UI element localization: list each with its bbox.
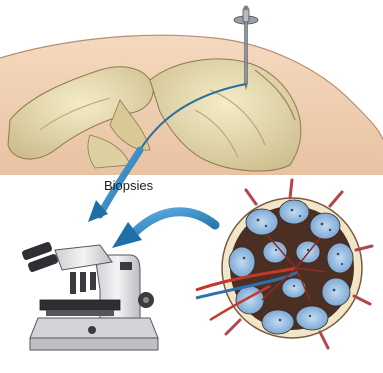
biopsy-flow-arrow-lower — [112, 212, 215, 248]
biopsies-label: Biopsies — [104, 178, 153, 193]
bone-marrow-cross-section-icon — [196, 180, 372, 348]
microscope-icon — [21, 241, 158, 350]
